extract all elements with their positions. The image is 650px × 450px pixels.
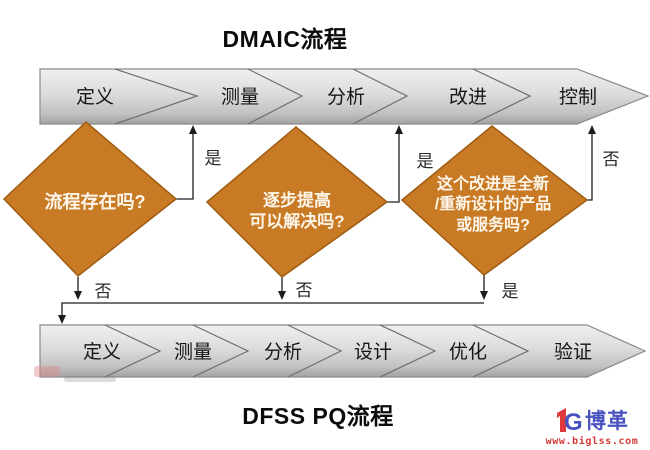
stage-label-define: 定义	[76, 86, 114, 108]
decision-text: 这个改进是全新	[437, 174, 549, 193]
flow-label-yes: 是	[417, 152, 434, 171]
chevron-separator	[247, 68, 304, 125]
svg-text:G: G	[564, 409, 582, 434]
stage-label-verify: 验证	[554, 341, 592, 363]
stage-label-analyze2: 分析	[264, 341, 302, 363]
chevron-separator	[114, 68, 199, 125]
logo-brand-text: 博革	[585, 410, 629, 433]
stage-label-measure: 测量	[221, 86, 259, 108]
arrow-up-icon	[189, 125, 197, 134]
diagram-title-dmaic: DMAIC流程	[222, 26, 348, 52]
chevron-separator	[352, 68, 409, 125]
arrow-down-icon	[480, 291, 488, 300]
stage-label-analyze: 分析	[327, 86, 365, 108]
arrow-down-icon	[58, 315, 66, 324]
watermark-artifact	[64, 376, 116, 382]
flow-label-yes: 是	[205, 149, 222, 168]
decision-diamond-new-design	[400, 125, 589, 276]
stage-label-improve: 改进	[449, 86, 487, 108]
chevron-separator	[472, 68, 532, 125]
decision-text: /重新设计的产品	[435, 194, 551, 213]
chevron-separator	[472, 324, 530, 378]
watermark-artifact	[34, 366, 60, 377]
chevron-separator	[104, 324, 162, 378]
arrow-down-icon	[278, 291, 286, 300]
flow-label-no: 否	[95, 282, 112, 301]
flow-label-yes: 是	[502, 282, 519, 301]
chevron-separator	[192, 324, 250, 378]
decision-text: 可以解决吗?	[249, 211, 344, 231]
connector-d1-yes-line	[176, 130, 194, 200]
dfss-band-arrow	[39, 324, 647, 378]
decision-text: 或服务吗?	[456, 215, 530, 234]
chevron-separator	[379, 324, 437, 378]
decision-diamond-process-exists	[2, 120, 178, 278]
stage-label-optimize: 优化	[449, 341, 487, 363]
diagram-title-dfss: DFSS PQ流程	[242, 403, 394, 429]
connector-d3-no-line	[587, 130, 593, 201]
connector-d2-yes-line	[387, 130, 400, 203]
flow-label-no: 否	[603, 150, 620, 169]
biglss-logo: G 博革 www.biglss.com	[540, 405, 644, 447]
collector-line	[61, 302, 484, 316]
arrow-down-icon	[74, 291, 82, 300]
stage-label-define2: 定义	[83, 341, 121, 363]
stage-label-design: 设计	[354, 341, 392, 363]
arrow-up-icon	[588, 125, 596, 134]
decision-text: 流程存在吗?	[45, 191, 146, 212]
chevron-separator	[287, 324, 343, 378]
biglss-logo-mark-icon: G	[557, 407, 582, 434]
flow-label-no: 否	[296, 281, 313, 300]
arrow-up-icon	[395, 125, 403, 134]
dmaic-band-arrow	[39, 68, 650, 125]
decision-diamond-incremental-improvement	[205, 126, 389, 278]
stage-label-control: 控制	[559, 86, 597, 108]
logo-website-text: www.biglss.com	[545, 436, 639, 447]
decision-text: 逐步提高	[263, 190, 331, 210]
stage-label-measure2: 测量	[174, 341, 212, 363]
